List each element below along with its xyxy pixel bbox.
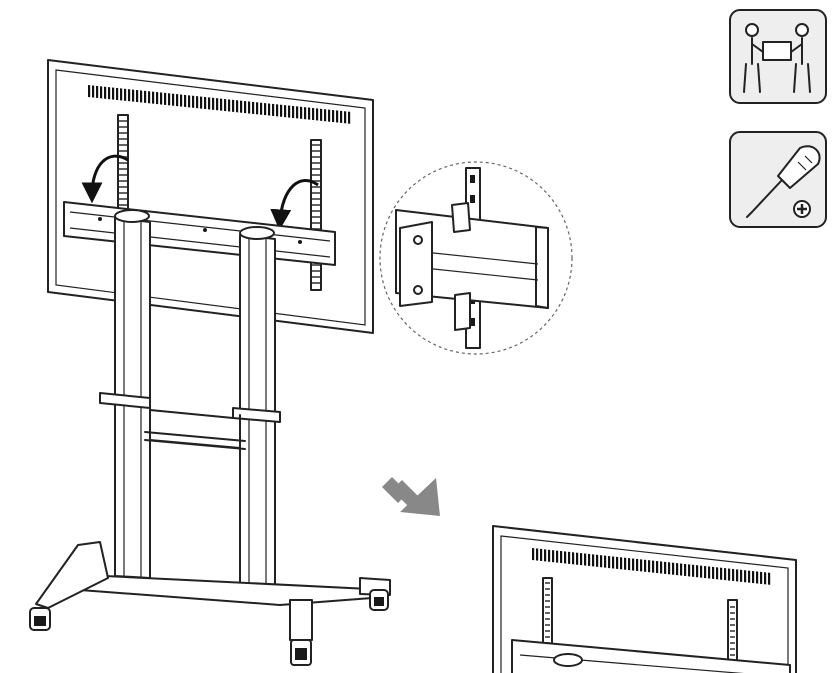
hook-motion-arrows bbox=[81, 154, 319, 231]
two-person-lift-icon bbox=[729, 9, 827, 104]
stand-left-column bbox=[114, 209, 151, 579]
magnified-hook-detail bbox=[379, 161, 573, 355]
caster-wheels bbox=[29, 589, 389, 666]
stand-handle-frame bbox=[99, 392, 281, 450]
phillips-screwdriver-icon bbox=[729, 131, 827, 228]
result-mounted-tv bbox=[492, 525, 797, 673]
next-step-arrow bbox=[382, 477, 440, 516]
stand-base bbox=[35, 541, 391, 641]
tv-back-panel bbox=[47, 59, 374, 334]
tv-vent-grille bbox=[88, 85, 352, 124]
